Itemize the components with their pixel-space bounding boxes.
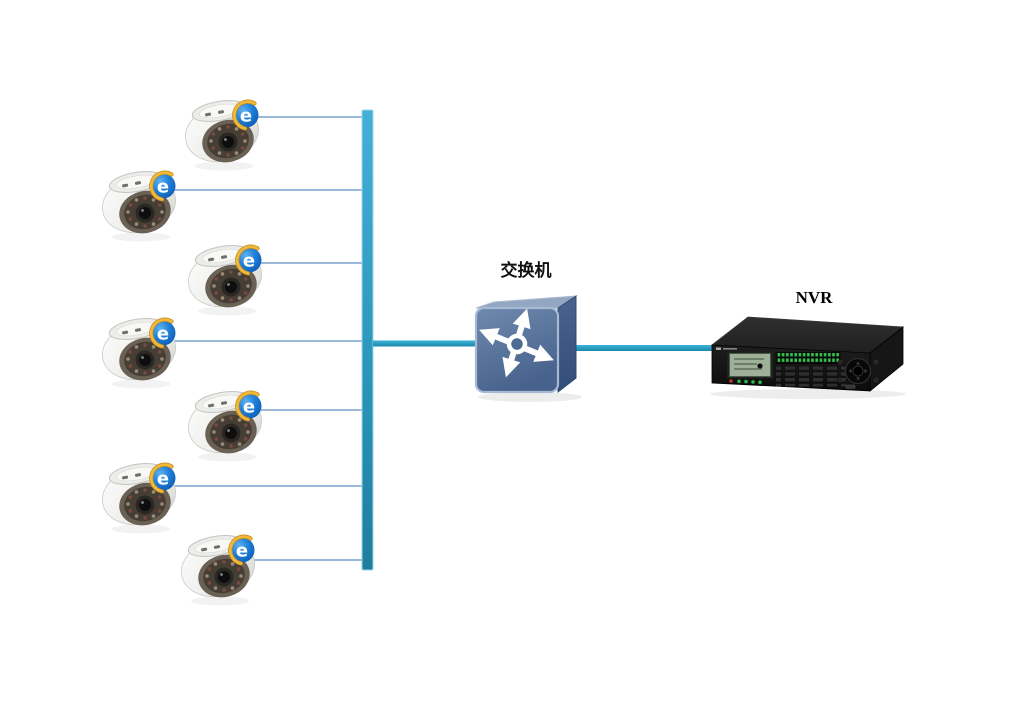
ip-camera-2: e (96, 168, 181, 242)
ip-camera-4: e (96, 315, 181, 389)
switch-arrows-icon (479, 308, 554, 378)
ip-camera-1: e (179, 97, 264, 171)
ie-logo-letter: e (240, 106, 252, 127)
switch-shadow (478, 392, 582, 402)
ie-logo-letter: e (236, 541, 248, 562)
ip-camera-7: e (175, 532, 260, 606)
ip-camera-5: e (182, 388, 267, 462)
camera-link-lines (168, 116, 368, 561)
ie-logo-letter: e (157, 324, 169, 345)
nvr-device (710, 316, 906, 399)
nvr-label: NVR (796, 288, 834, 307)
ie-logo-letter: e (243, 397, 255, 418)
nvr-jog-dial (837, 357, 879, 385)
ie-logo-letter: e (157, 469, 169, 490)
nvr-lcd-screen (727, 351, 773, 379)
nvr-led-bank (775, 352, 841, 364)
network-switch (474, 295, 582, 402)
trunk-line-bus-to-switch (373, 340, 480, 347)
trunk-line-switch-to-nvr (566, 345, 714, 351)
nvr-usb-port (845, 384, 856, 389)
ip-camera-6: e (96, 460, 181, 534)
nvr-shadow (710, 389, 906, 399)
switch-label: 交换机 (501, 260, 552, 281)
ie-logo-letter: e (243, 251, 255, 272)
bus-line (361, 109, 374, 571)
switch-side-face (557, 295, 577, 394)
nvr-keypad (776, 364, 846, 387)
nvr-ir-sensor (757, 363, 763, 369)
ie-logo-letter: e (157, 177, 169, 198)
ip-camera-3: e (182, 242, 267, 316)
nvr-indicator-lights (729, 379, 762, 385)
nvr-brand-mark (716, 347, 737, 350)
